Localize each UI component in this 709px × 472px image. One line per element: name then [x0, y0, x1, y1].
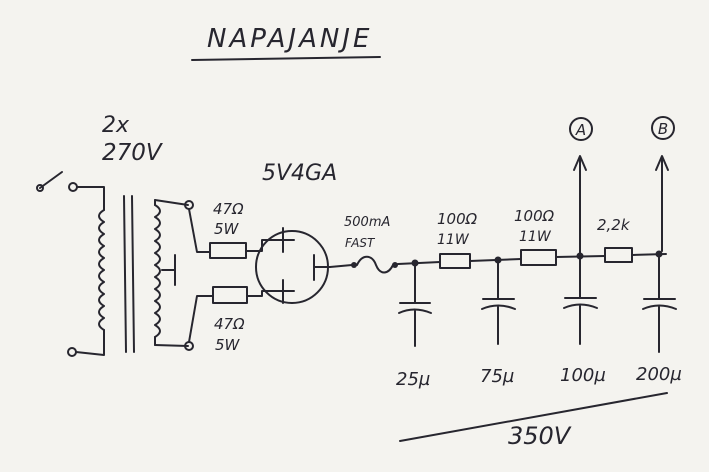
cap4-value: 200µ — [636, 364, 682, 385]
cap2-value: 75µ — [480, 366, 514, 387]
anode-wire-top — [188, 208, 211, 253]
fuse-current: 500mA — [344, 215, 390, 230]
resistor-anode-bottom — [212, 286, 248, 304]
resistor-r3 — [604, 247, 633, 263]
node-c2 — [494, 256, 502, 264]
node-c3 — [576, 252, 584, 260]
resistor-r2 — [520, 249, 557, 266]
output-a-label: A — [575, 121, 586, 139]
output-a-arrow — [573, 155, 587, 171]
primary-winding — [98, 209, 105, 331]
title: NAPAJANJE — [207, 24, 372, 54]
bus-segment-1 — [397, 261, 441, 265]
primary-lead-bottom — [75, 329, 105, 356]
voltage-underline — [399, 392, 668, 442]
resistor-anode-top-value: 47Ω — [213, 200, 244, 218]
secondary-label-voltage: 270V — [102, 140, 164, 166]
fuse-terminal-left — [351, 262, 357, 268]
resistor-anode-bottom-power: 5W — [215, 336, 241, 354]
cap3-plate-bottom — [563, 303, 598, 309]
cap3-value: 100µ — [560, 365, 606, 386]
fuse-symbol — [356, 255, 394, 274]
cap1-plate-bottom — [398, 308, 432, 314]
node-c4 — [655, 250, 663, 258]
secondary-top-wire — [154, 199, 189, 206]
resistor-r3-value: 2,2k — [597, 216, 631, 234]
cap2-plate-bottom — [481, 304, 516, 310]
resistor-anode-top-power: 5W — [214, 220, 240, 238]
output-b-arrow — [655, 155, 669, 171]
secondary-bottom-wire — [154, 344, 189, 347]
mains-switch — [39, 171, 63, 189]
mains-switch-contact — [36, 184, 44, 192]
mains-terminal-top — [68, 182, 78, 192]
secondary-label-count: 2x — [102, 113, 130, 138]
rectifier-tube-label: 5V4GA — [262, 161, 337, 186]
resistor-r2-power: 11W — [519, 229, 552, 245]
voltage-label: 350V — [508, 422, 572, 450]
anode-wire-top-right — [245, 239, 284, 252]
fuse-type: FAST — [345, 236, 376, 250]
transformer-core-left — [123, 195, 127, 353]
cap4-plate-bottom — [642, 304, 677, 310]
resistor-r1 — [439, 253, 471, 269]
primary-lead-top — [76, 186, 105, 211]
tube-anode-top — [271, 227, 295, 253]
mains-terminal-bottom — [67, 347, 77, 357]
title-underline — [191, 56, 381, 61]
resistor-anode-bottom-value: 47Ω — [214, 315, 245, 333]
secondary-winding — [154, 204, 161, 338]
resistor-r2-value: 100Ω — [514, 207, 555, 225]
output-b-label: B — [658, 120, 668, 138]
fuse-terminal-right — [392, 262, 398, 268]
transformer-core-right — [131, 195, 135, 353]
output-b-marker — [651, 116, 675, 140]
cap1-value: 25µ — [396, 369, 430, 390]
fuse-wire-in — [329, 264, 353, 268]
node-c1 — [411, 259, 419, 267]
anode-wire-bottom — [188, 295, 214, 343]
resistor-r1-value: 100Ω — [437, 210, 478, 228]
output-a-marker — [569, 117, 593, 141]
resistor-anode-top — [209, 242, 247, 259]
resistor-r1-power: 11W — [437, 232, 470, 248]
tube-cathode — [313, 254, 331, 281]
tube-anode-bottom — [271, 279, 295, 304]
